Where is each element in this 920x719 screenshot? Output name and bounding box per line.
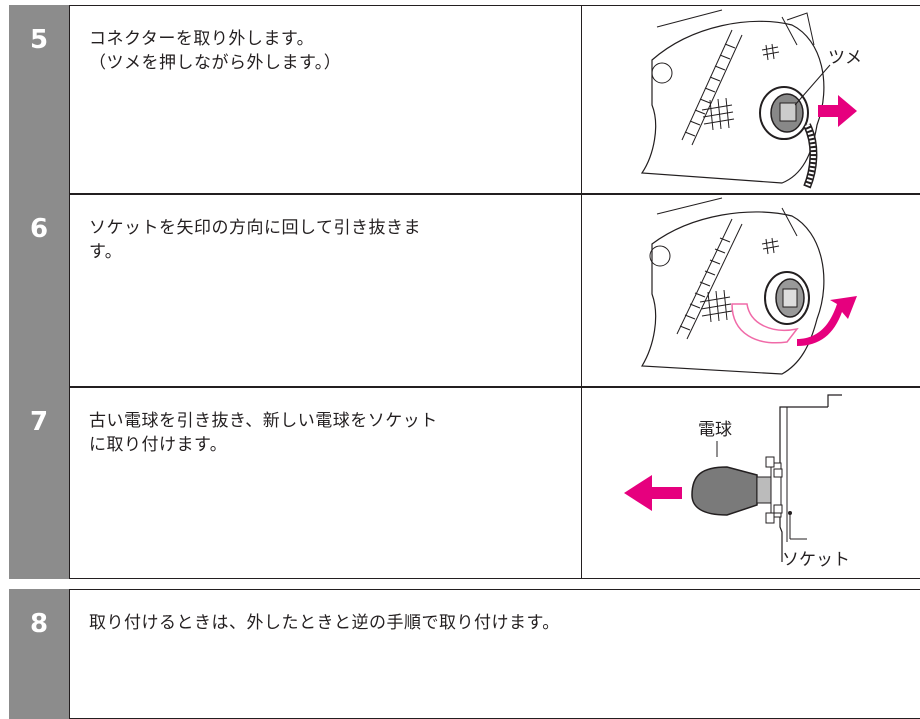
pull-out-arrow: [624, 475, 682, 511]
instruction-line: ソケットを矢印の方向に回して引き抜きま: [89, 218, 421, 238]
step-6: 6 ソケットを矢印の方向に回して引き抜きま す。: [9, 194, 920, 387]
instruction-line: 古い電球を引き抜き、新しい電球をソケット: [89, 411, 438, 431]
pull-arrow: [818, 95, 857, 127]
rotation-path: [731, 303, 799, 344]
step-frame: [9, 589, 920, 719]
step-7: 7 古い電球を引き抜き、新しい電球をソケット に取り付けます。 電球 ソケット: [9, 387, 920, 579]
step-number: 5: [9, 5, 70, 194]
step-number: 7: [9, 387, 70, 579]
bulb-label: 電球: [698, 420, 732, 440]
instruction-line: に取り付けます。: [89, 435, 228, 455]
instruction-line: す。: [89, 242, 123, 262]
step-instruction: 古い電球を引き抜き、新しい電球をソケット に取り付けます。: [89, 409, 438, 457]
step-8: 8 取り付けるときは、外したときと逆の手順で取り付けます。: [9, 589, 920, 719]
connector-removal-illustration: ツメ: [581, 5, 920, 194]
step-instruction: ソケットを矢印の方向に回して引き抜きま す。: [89, 216, 421, 264]
instruction-line: コネクターを取り外します。: [89, 29, 315, 49]
instruction-line: （ツメを押しながら外します。）: [89, 53, 342, 73]
claw-label: ツメ: [828, 48, 862, 68]
step-5: 5 コネクターを取り外します。 （ツメを押しながら外します。）: [9, 5, 920, 194]
socket-label: ソケット: [782, 550, 850, 570]
rotate-arrow: [797, 296, 857, 346]
bulb-replacement-illustration: 電球 ソケット: [581, 387, 920, 579]
step-instruction: 取り付けるときは、外したときと逆の手順で取り付けます。: [89, 611, 560, 635]
step-number: 8: [9, 589, 70, 719]
socket-rotation-illustration: [581, 194, 920, 387]
step-instruction: コネクターを取り外します。 （ツメを押しながら外します。）: [89, 27, 341, 75]
instruction-line: 取り付けるときは、外したときと逆の手順で取り付けます。: [89, 613, 560, 633]
step-number: 6: [9, 194, 70, 387]
